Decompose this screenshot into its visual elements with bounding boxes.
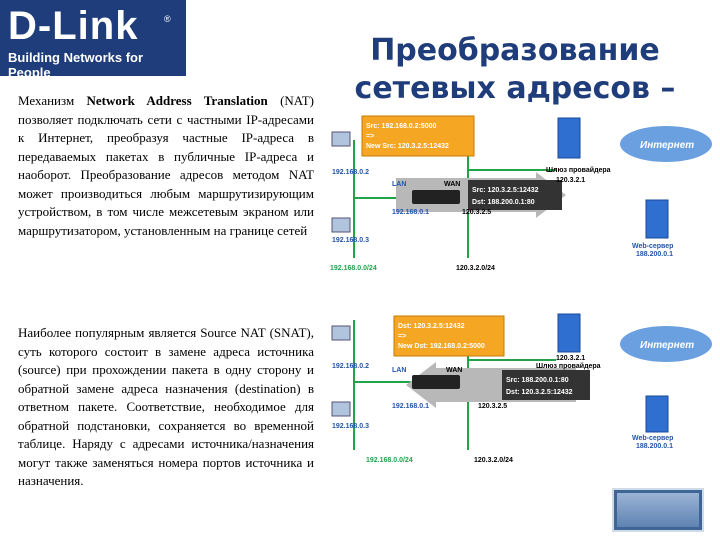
pc1-icon xyxy=(331,131,351,147)
pc1-ip: 192.168.0.2 xyxy=(332,169,369,176)
router-icon xyxy=(412,375,460,389)
web-server-label: Web-сервер xyxy=(632,435,673,442)
lan-label: LAN xyxy=(392,367,406,374)
pc1-ip: 192.168.0.2 xyxy=(332,363,369,370)
pc2-ip: 192.168.0.3 xyxy=(332,423,369,430)
paragraph-nat-intro: Механизм Network Address Translation (NA… xyxy=(18,92,314,240)
lan-network: 192.168.0.0/24 xyxy=(366,457,413,464)
nat-diagram-incoming: Src: 188.200.0.1:80 Dst: 120.3.2.5:12432… xyxy=(331,313,712,464)
nat-translation-box xyxy=(361,115,475,157)
box-top-line3: New Dst: 192.168.0.2:5000 xyxy=(398,343,485,350)
wan-ip: 120.3.2.5 xyxy=(478,403,507,410)
internet-label: Интернет xyxy=(640,340,694,351)
internet-cloud-icon xyxy=(620,326,712,362)
pc2-icon xyxy=(331,217,351,233)
web-server-ip: 188.200.0.1 xyxy=(636,443,673,450)
pc1-icon xyxy=(331,325,351,341)
gateway-ip: 120.3.2.1 xyxy=(556,177,585,184)
dlink-logo: D-Link ® Building Networks for People xyxy=(0,0,186,80)
gateway-ip: 120.3.2.1 xyxy=(556,355,585,362)
web-server-icon xyxy=(645,395,669,433)
p1-rest: (NAT) позволяет подключать сети с частны… xyxy=(18,93,314,238)
gateway-label: Шлюз провайдера xyxy=(536,362,601,370)
gateway-server-icon xyxy=(557,313,581,353)
wan-label: WAN xyxy=(446,367,462,374)
packet-line2: Dst: 120.3.2.5:12432 xyxy=(506,389,573,396)
gateway-server-icon xyxy=(557,117,581,159)
logo-brand: D-Link xyxy=(8,4,139,48)
box-top-line1: Src: 192.168.0.2:5000 xyxy=(366,123,437,130)
box-top-line2: => xyxy=(398,333,406,340)
lan-network: 192.168.0.0/24 xyxy=(330,265,377,272)
box-top-line3: New Src: 120.3.2.5:12432 xyxy=(366,143,449,150)
router-lan-ip: 192.168.0.1 xyxy=(392,403,429,410)
packet-box xyxy=(468,180,562,210)
web-server-ip: 188.200.0.1 xyxy=(636,251,673,258)
p1-bold-term: Network Address Translation xyxy=(86,93,268,108)
router-lan-ip: 192.168.0.1 xyxy=(392,209,429,216)
packet-line1: Src: 120.3.2.5:12432 xyxy=(472,187,539,194)
wan-ip: 120.3.2.5 xyxy=(462,209,491,216)
slide-title: Преобразование сетевых адресов – xyxy=(354,33,676,106)
wan-network: 120.3.2.0/24 xyxy=(474,457,513,464)
logo-tagline: Building Networks for People xyxy=(8,50,144,80)
box-top-line1: Dst: 120.3.2.5:12432 xyxy=(398,323,465,330)
nat-diagram-outgoing: Src: 192.168.0.2:5000 => New Src: 120.3.… xyxy=(330,115,712,272)
packet-line2: Dst: 188.200.0.1:80 xyxy=(472,199,535,206)
logo-registered-mark: ® xyxy=(164,14,171,24)
nat-translation-box xyxy=(393,315,505,357)
p1-intro: Механизм xyxy=(18,93,87,108)
paragraph-snat: Наиболее популярным является Source NAT … xyxy=(18,325,314,488)
box-top-line2: => xyxy=(366,133,374,140)
wan-label: WAN xyxy=(444,181,460,188)
gateway-label: Шлюз провайдера xyxy=(546,166,611,174)
internet-cloud-icon xyxy=(620,126,712,162)
lan-label: LAN xyxy=(392,181,406,188)
internet-label: Интернет xyxy=(640,140,694,151)
pc2-icon xyxy=(331,401,351,417)
packet-box xyxy=(502,370,590,400)
web-server-label: Web-сервер xyxy=(632,243,673,250)
router-icon xyxy=(412,190,460,204)
wan-network: 120.3.2.0/24 xyxy=(456,265,495,272)
packet-line1: Src: 188.200.0.1:80 xyxy=(506,377,569,384)
next-slide-button[interactable] xyxy=(612,488,704,532)
web-server-icon xyxy=(645,199,669,239)
pc2-ip: 192.168.0.3 xyxy=(332,237,369,244)
